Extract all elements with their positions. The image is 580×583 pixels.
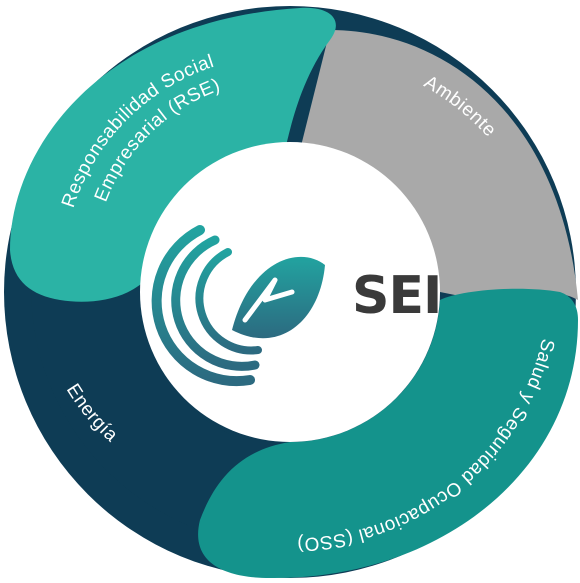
brand-name: SEI — [352, 266, 441, 326]
segment-rse — [10, 7, 336, 302]
leaf-bolt-icon — [151, 225, 325, 387]
segment-sso — [198, 288, 578, 579]
segment-ambiente — [300, 30, 578, 300]
